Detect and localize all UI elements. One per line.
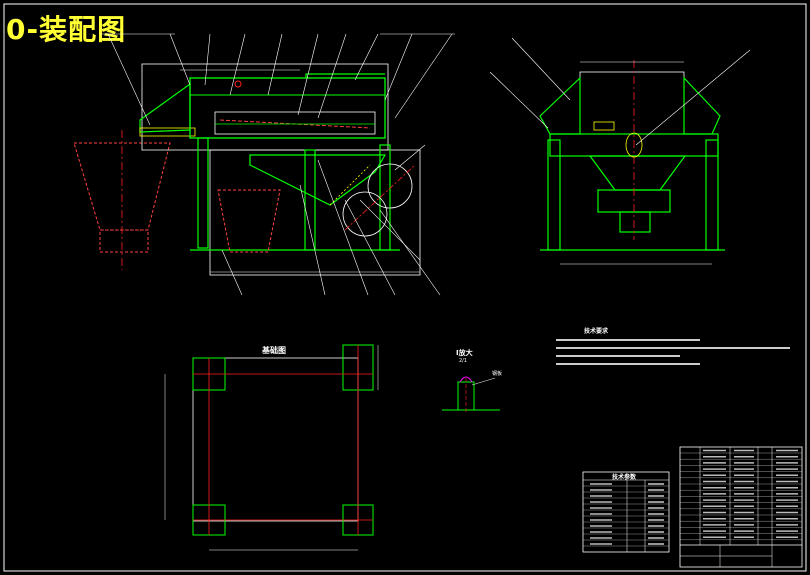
drawing-title: 0-装配图 xyxy=(6,13,127,46)
motor-axis xyxy=(344,164,416,231)
leg-left xyxy=(197,137,209,249)
feed-chute xyxy=(139,82,191,133)
leg-middle xyxy=(304,149,316,251)
side-nameplate xyxy=(593,121,615,131)
motor-line xyxy=(359,199,421,261)
foundation-outline xyxy=(192,357,359,522)
vibration-motor-lower xyxy=(342,191,388,237)
side-wing-left xyxy=(539,76,581,135)
top-cover xyxy=(305,73,385,78)
detail-view xyxy=(442,376,500,412)
side-outlet xyxy=(619,211,651,233)
drawing-border xyxy=(3,3,807,572)
front-view xyxy=(73,63,421,276)
screen-deck xyxy=(214,111,376,135)
outlet-hopper xyxy=(217,189,281,253)
machine-envelope xyxy=(141,63,389,151)
title-block-frame xyxy=(679,446,803,568)
param-table-rows xyxy=(583,483,669,547)
side-discharge xyxy=(588,155,687,191)
bom-rows xyxy=(680,449,802,540)
side-wing-right xyxy=(683,76,721,135)
chute-liner xyxy=(329,164,371,206)
side-body-outline xyxy=(579,71,685,135)
title-block xyxy=(679,446,803,568)
screen-body xyxy=(189,77,386,139)
detail-view-ratio: 2/1 xyxy=(459,358,468,364)
hopper-outlet xyxy=(99,229,149,253)
vibration-motor-upper xyxy=(367,163,413,209)
front-leaders xyxy=(100,33,455,296)
param-table-title: 技术参数 xyxy=(612,474,637,481)
detail-callout: 钢板 xyxy=(492,371,503,377)
side-shaft xyxy=(625,132,643,158)
param-table-frame xyxy=(582,471,670,553)
spring-mark xyxy=(234,80,242,88)
tech-requirements-body xyxy=(556,339,790,365)
detail-leader xyxy=(471,377,496,386)
detail-hook xyxy=(459,376,473,383)
detail-view-label: I放大 xyxy=(456,349,473,357)
foundation-plan xyxy=(164,344,379,551)
discharge-chute xyxy=(249,154,387,206)
feed-plate xyxy=(139,127,196,137)
tech-requirements-title: 技术要求 xyxy=(584,328,609,335)
side-view xyxy=(539,60,725,265)
side-leaders xyxy=(489,37,751,146)
foundation-view-label: 基础图 xyxy=(262,346,286,355)
